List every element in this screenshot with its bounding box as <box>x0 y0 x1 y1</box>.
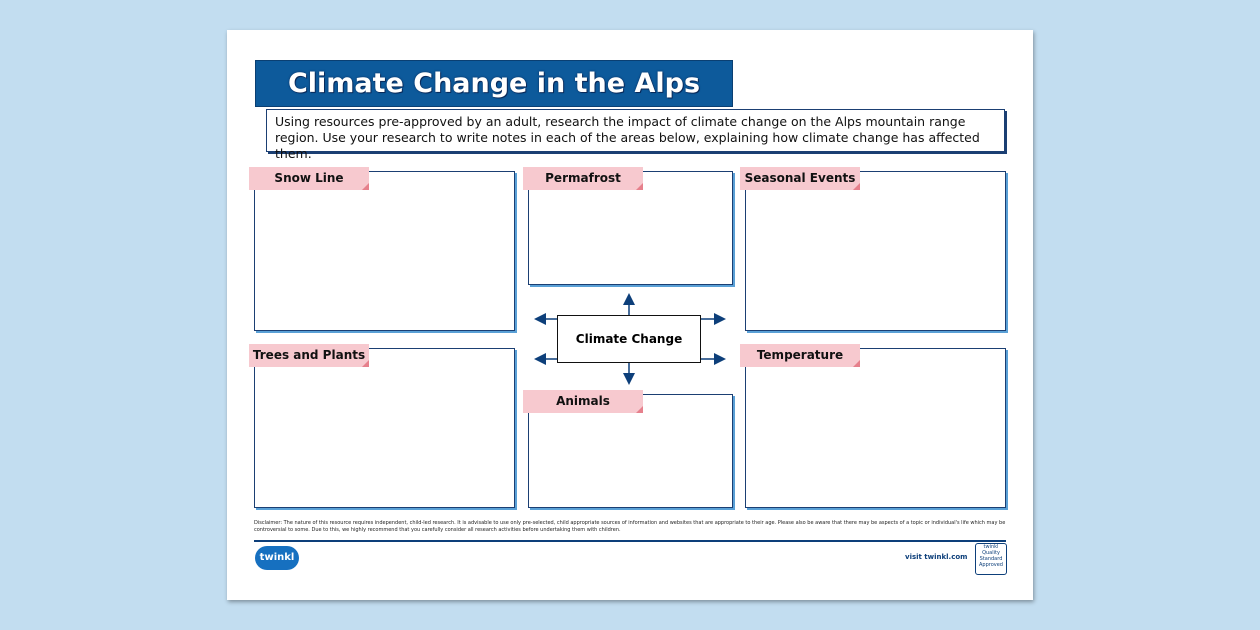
temperature-box[interactable] <box>745 348 1006 508</box>
seasonal-events-box[interactable] <box>745 171 1006 331</box>
temperature-label: Temperature <box>740 344 860 367</box>
seasonal-events-label: Seasonal Events <box>740 167 860 190</box>
animals-label: Animals <box>523 390 643 413</box>
footer-divider <box>254 540 1006 542</box>
permafrost-label: Permafrost <box>523 167 643 190</box>
center-label: Climate Change <box>557 315 701 363</box>
twinkl-logo[interactable]: twinkl <box>255 546 299 570</box>
animals-box[interactable] <box>528 394 733 508</box>
disclaimer: Disclaimer: The nature of this resource … <box>254 520 1006 533</box>
trees-and-plants-label: Trees and Plants <box>249 344 369 367</box>
permafrost-box[interactable] <box>528 171 733 285</box>
quality-badge: twinkl Quality Standard Approved <box>975 543 1007 575</box>
snow-line-box[interactable] <box>254 171 515 331</box>
trees-and-plants-box[interactable] <box>254 348 515 508</box>
visit-link[interactable]: visit twinkl.com <box>905 553 968 561</box>
page-title: Climate Change in the Alps <box>255 60 733 107</box>
instructions: Using resources pre-approved by an adult… <box>266 109 1005 161</box>
snow-line-label: Snow Line <box>249 167 369 190</box>
